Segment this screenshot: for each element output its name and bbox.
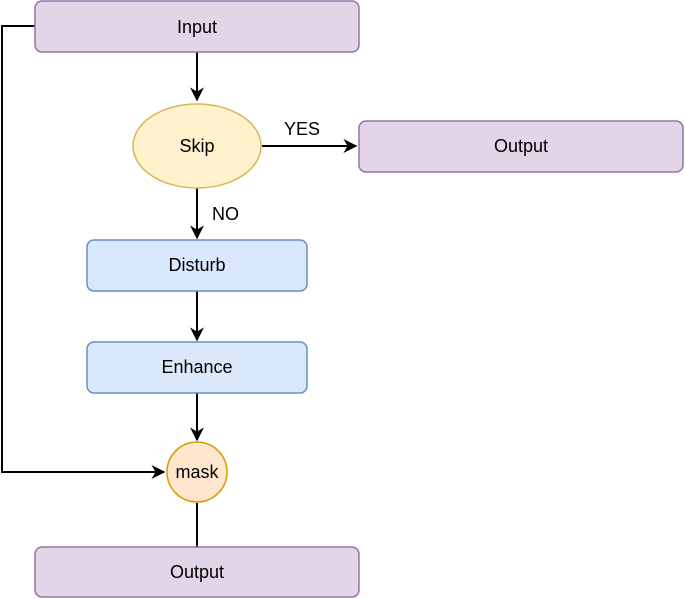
node-disturb: Disturb: [86, 239, 308, 292]
node-output-top-label: Output: [494, 136, 548, 156]
node-mask-label: mask: [175, 462, 219, 482]
node-enhance: Enhance: [86, 341, 308, 394]
node-output-top: Output: [358, 120, 684, 173]
node-input-label: Input: [177, 17, 217, 37]
node-skip: Skip: [132, 103, 262, 189]
node-output-bottom-label: Output: [170, 562, 224, 582]
node-output-top-shape: [358, 120, 684, 173]
node-disturb-label: Disturb: [168, 255, 225, 275]
node-input-shape: [34, 0, 360, 53]
edge-input-to-mask-bypass: [1, 25, 166, 479]
node-input: Input: [34, 0, 360, 53]
node-enhance-shape: [86, 341, 308, 394]
node-enhance-label: Enhance: [161, 357, 232, 377]
yes-label: YES: [284, 119, 320, 139]
node-disturb-shape: [86, 239, 308, 292]
node-mask: mask: [166, 441, 228, 503]
node-skip-label: Skip: [179, 136, 214, 156]
node-output-bottom: Output: [34, 546, 360, 598]
node-output-bottom-shape: [34, 546, 360, 598]
no-label: NO: [212, 204, 239, 224]
node-skip-shape: [132, 103, 262, 189]
node-mask-shape: [166, 441, 228, 503]
